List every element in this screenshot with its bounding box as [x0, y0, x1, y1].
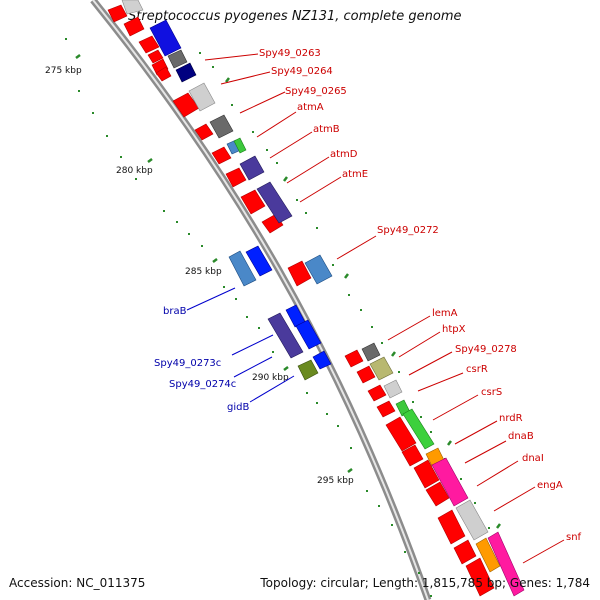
gene-arrow[interactable]: [356, 365, 376, 384]
gene-track-outer: [121, 0, 525, 597]
gene-label[interactable]: dnaI: [522, 453, 544, 464]
gene-label[interactable]: Spy49_0263: [259, 48, 321, 59]
gene-arrow[interactable]: [413, 459, 440, 489]
gene-label[interactable]: Spy49_0278: [455, 344, 517, 355]
tick-label-275: 275 kbp: [45, 66, 82, 76]
cds-feature[interactable]: [297, 359, 319, 381]
gene-arrow[interactable]: [376, 400, 396, 418]
gene-arrow[interactable]: [240, 189, 266, 215]
cds-feature[interactable]: [167, 49, 188, 69]
gene-arrow[interactable]: [401, 444, 424, 467]
cds-feature[interactable]: [228, 250, 257, 287]
gene-track-reverse: [228, 245, 332, 381]
gene-label[interactable]: htpX: [442, 324, 466, 335]
gene-label[interactable]: engA: [537, 480, 563, 491]
gene-label[interactable]: atmE: [342, 169, 368, 180]
gene-track-inner: [107, 4, 495, 597]
gene-arrow-reverse[interactable]: [295, 319, 322, 350]
gene-label[interactable]: snf: [566, 532, 582, 543]
label-leaders-forward: [204, 53, 565, 564]
cds-feature[interactable]: [455, 499, 489, 541]
gene-arrow[interactable]: [344, 349, 364, 368]
gene-arrow[interactable]: [453, 539, 477, 565]
topology-text: Topology: circular; Length: 1,815,785 bp…: [260, 576, 590, 590]
gene-label[interactable]: braB: [163, 306, 187, 317]
gene-label[interactable]: Spy49_0265: [285, 86, 347, 97]
gene-label[interactable]: nrdR: [499, 413, 523, 424]
cds-feature[interactable]: [487, 531, 525, 597]
cds-feature[interactable]: [267, 312, 304, 359]
gene-label[interactable]: csrS: [481, 387, 502, 398]
gene-label[interactable]: csrR: [466, 364, 488, 375]
accession-text: Accession: NC_011375: [9, 576, 146, 590]
gene-arrow[interactable]: [194, 123, 214, 141]
gene-label[interactable]: Spy49_0264: [271, 66, 333, 77]
gene-arrow-reverse[interactable]: [245, 245, 273, 277]
cds-feature[interactable]: [149, 19, 182, 57]
gene-label[interactable]: Spy49_0272: [377, 225, 439, 236]
gene-label[interactable]: Spy49_0273c: [154, 358, 221, 369]
label-leaders-reverse: [186, 287, 295, 403]
cds-feature[interactable]: [304, 254, 333, 285]
gene-arrow[interactable]: [425, 481, 450, 507]
cds-feature[interactable]: [233, 137, 247, 154]
cds-feature[interactable]: [402, 408, 435, 450]
gene-labels-reverse: braB Spy49_0273c Spy49_0274c gidB: [154, 306, 249, 413]
cds-feature[interactable]: [239, 155, 265, 181]
gene-label[interactable]: lemA: [432, 308, 458, 319]
gene-arrow[interactable]: [385, 416, 417, 452]
gene-labels-forward: Spy49_0263 Spy49_0264 Spy49_0265 atmA at…: [259, 48, 582, 543]
genome-backbone: [90, 0, 432, 600]
gene-label[interactable]: atmA: [297, 102, 324, 113]
gene-arrow[interactable]: [465, 557, 495, 597]
cds-feature[interactable]: [383, 379, 403, 399]
gene-label[interactable]: Spy49_0274c: [169, 379, 236, 390]
tick-label-280: 280 kbp: [116, 166, 153, 176]
gene-arrow[interactable]: [287, 260, 312, 287]
tick-label-290: 290 kbp: [252, 373, 289, 383]
gene-label[interactable]: gidB: [227, 402, 249, 413]
tick-label-285: 285 kbp: [185, 267, 222, 277]
gene-arrow[interactable]: [437, 509, 466, 545]
cds-feature[interactable]: [209, 114, 234, 139]
gene-arrow[interactable]: [225, 167, 247, 188]
gene-arrow[interactable]: [107, 4, 128, 23]
cds-feature[interactable]: [431, 457, 469, 507]
gene-label[interactable]: dnaB: [508, 431, 534, 442]
gene-arrow[interactable]: [138, 35, 160, 54]
cds-feature[interactable]: [475, 537, 501, 573]
cds-feature[interactable]: [121, 0, 144, 15]
gene-label[interactable]: atmB: [313, 124, 340, 135]
gene-arrow[interactable]: [147, 49, 164, 64]
gene-label[interactable]: atmD: [330, 149, 358, 160]
cds-feature[interactable]: [188, 82, 216, 112]
gene-arrow[interactable]: [155, 66, 172, 82]
ruler-major-ticks: [75, 54, 501, 529]
tick-label-295: 295 kbp: [317, 476, 354, 486]
cds-feature[interactable]: [256, 181, 293, 224]
gene-arrow[interactable]: [367, 384, 387, 402]
gene-arrow-reverse[interactable]: [312, 350, 332, 370]
cds-feature[interactable]: [369, 356, 394, 381]
cds-feature[interactable]: [361, 342, 381, 362]
gene-arrow[interactable]: [211, 146, 232, 165]
cds-feature[interactable]: [175, 62, 197, 83]
gene-arrow[interactable]: [123, 16, 145, 37]
map-title: Streptococcus pyogenes NZ131, complete g…: [128, 9, 462, 24]
